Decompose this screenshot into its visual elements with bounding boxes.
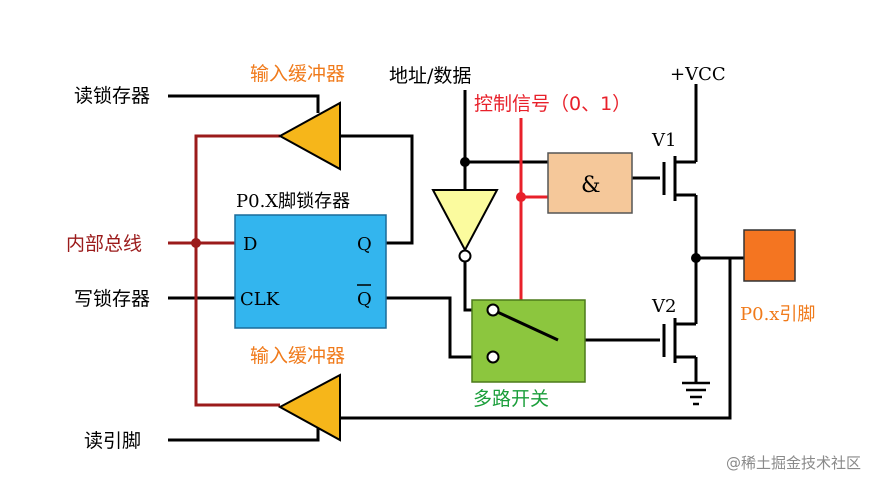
addr-junction-dot <box>460 157 470 167</box>
and-gate-box <box>547 152 633 214</box>
mux-label: 多路开关 <box>473 388 549 410</box>
pin-label: P0.x引脚 <box>740 304 815 325</box>
qbar-to-mux-wire <box>386 296 482 359</box>
mux-switch-arm <box>492 308 559 342</box>
internal-bus-wires <box>168 134 280 407</box>
read-latch-label: 读锁存器 <box>74 85 150 107</box>
and-gate-symbol: & <box>581 173 601 198</box>
control-signal-wires <box>519 118 548 324</box>
latch-qbar-label: Q <box>357 289 372 310</box>
latch-clk-label: CLK <box>240 289 280 310</box>
read-pin-wire <box>168 423 320 442</box>
latch-q-label: Q <box>357 234 372 255</box>
write-latch-label: 写锁存器 <box>74 288 150 310</box>
pin-feedback-wire <box>340 258 732 420</box>
v2-label: V2 <box>651 296 676 317</box>
input-buffer-top <box>277 101 341 171</box>
vcc-label: +VCC <box>670 64 726 85</box>
input-buffer-top-label: 输入缓冲器 <box>250 63 345 85</box>
mux-contact-bottom <box>486 350 500 364</box>
control-signal-label: 控制信号（0、1） <box>474 93 631 115</box>
latch-d-label: D <box>243 234 257 255</box>
bus-loop-wire <box>194 134 280 407</box>
latch-title: P0.X脚锁存器 <box>236 191 350 212</box>
control-junction-dot <box>516 192 526 202</box>
v1-label: V1 <box>651 130 676 151</box>
q-to-buffer-wire <box>340 134 414 245</box>
internal-bus-label: 内部总线 <box>66 233 142 255</box>
wires <box>168 84 744 442</box>
ground-icon <box>682 381 710 406</box>
mux-switch <box>492 308 559 342</box>
input-buffer-bottom-label: 输入缓冲器 <box>250 345 345 367</box>
bus-junction-dot <box>191 238 201 248</box>
inverter-triangle <box>431 189 499 253</box>
watermark: @稀土掘金技术社区 <box>726 454 861 472</box>
transistor-v2 <box>662 318 696 363</box>
mux-contact-top <box>486 303 500 317</box>
addr-data-label: 地址/数据 <box>389 65 471 87</box>
inverter-bubble <box>458 249 472 263</box>
mid-node-junction-dot <box>691 253 701 263</box>
pin-square <box>743 229 796 282</box>
transistor-v1 <box>662 156 696 201</box>
latch-box <box>234 214 387 329</box>
read-pin-label: 读引脚 <box>84 430 141 452</box>
read-latch-wire <box>168 94 320 113</box>
input-buffer-bottom <box>277 373 341 442</box>
